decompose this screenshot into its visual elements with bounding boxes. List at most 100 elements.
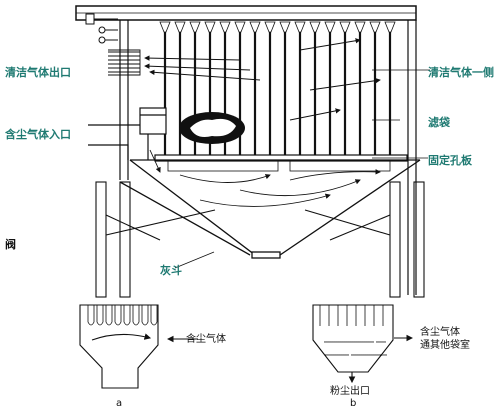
dust-particle (355, 354, 357, 356)
bag-end (150, 305, 158, 326)
dust-particle (344, 341, 346, 343)
bag-end (132, 305, 140, 326)
dust-particle (341, 354, 343, 356)
dust-particle (384, 341, 386, 343)
flow-arrow (289, 108, 341, 121)
dust-particle (348, 341, 350, 343)
dust-particle (381, 354, 383, 356)
dust-particle (368, 341, 370, 343)
label-dusty-gas-a: 含尘气体 (186, 334, 226, 345)
dust-particle (361, 354, 363, 356)
dust-particle (357, 354, 359, 356)
label-fixed-hole-plate: 固定孔板 (428, 154, 472, 167)
bag-cone (234, 21, 246, 33)
dust-particle (363, 354, 365, 356)
bag-end (105, 305, 113, 326)
dust-particle (366, 341, 368, 343)
bag-cone (354, 21, 366, 33)
bag-end (87, 305, 95, 326)
flow-arrow (149, 149, 161, 173)
dust-particle (335, 354, 337, 356)
dusty-gas-inlet-duct (88, 107, 167, 160)
dust-particle (367, 354, 369, 356)
dust-particle (354, 341, 356, 343)
flow-arrow (149, 69, 261, 81)
dust-particle (370, 341, 372, 343)
bag-cone (204, 21, 216, 33)
label-clean-gas-outlet: 清洁气体出口 (5, 66, 71, 79)
caption-a: a (116, 398, 123, 409)
detail-b (312, 304, 414, 384)
label-filter-bag: 滤袋 (428, 116, 450, 129)
dust-particle (339, 354, 341, 356)
dust-particle (331, 354, 333, 356)
dust-particle (350, 341, 352, 343)
dust-particle (382, 341, 384, 343)
dust-particle (353, 354, 355, 356)
bag-cone (324, 21, 336, 33)
label-hopper: 灰斗 (160, 264, 182, 277)
dust-particle (373, 354, 375, 356)
flow-arrow (179, 174, 271, 183)
dust-particle (345, 354, 347, 356)
flow-arrow (309, 77, 381, 91)
dust-particle (351, 354, 353, 356)
bag-cone (264, 21, 276, 33)
gas-flow-arrows (144, 38, 381, 207)
dust-particle (364, 341, 366, 343)
caption-b: b (350, 398, 357, 409)
dust-particle (342, 341, 344, 343)
dust-particle (352, 341, 354, 343)
dust-particle (338, 341, 340, 343)
label-pointers (174, 69, 430, 269)
flow-arrow (144, 63, 251, 71)
dust-particle (369, 354, 371, 356)
dust-particle (383, 354, 385, 356)
dust-particle (343, 354, 345, 356)
bag-cone (369, 21, 381, 33)
label-to-other-chambers: 通其他袋室 (420, 340, 470, 351)
label-dust-outlet: 粉尘出口 (330, 386, 370, 397)
dust-particle (326, 341, 328, 343)
dust-particle (336, 341, 338, 343)
dust-particle (359, 354, 361, 356)
bag-cone (384, 21, 396, 33)
housing (119, 159, 421, 259)
dust-particle (375, 354, 377, 356)
dust-particle (376, 341, 378, 343)
dust-particle (324, 341, 326, 343)
bag-cone (249, 21, 261, 33)
dust-particle (325, 354, 327, 356)
dust-particle (371, 354, 373, 356)
dust-particle (385, 354, 387, 356)
dust-particle (360, 341, 362, 343)
dust-particle (340, 341, 342, 343)
flow-arrow (144, 55, 241, 61)
flow-arrow (289, 169, 381, 181)
bag-end (114, 305, 122, 326)
label-clean-gas-side: 清洁气体一侧 (428, 66, 494, 79)
dust-particle (346, 341, 348, 343)
dust-particle (328, 341, 330, 343)
dust-particle (327, 354, 329, 356)
bag-cone (219, 21, 231, 33)
bag-end (141, 305, 149, 326)
label-valve: 阀 (5, 238, 16, 251)
clean-outlet-duct (108, 49, 141, 76)
dust-particle (332, 341, 334, 343)
dust-particle (377, 354, 379, 356)
bag-cone (279, 21, 291, 33)
dust-particle (356, 341, 358, 343)
flow-arrow (199, 193, 331, 207)
dust-particle (378, 341, 380, 343)
support-legs (95, 181, 425, 298)
pulse-valve-assembly (85, 13, 118, 44)
fixed-hole-plate (154, 154, 408, 172)
dust-particle (330, 341, 332, 343)
dust-particle (380, 341, 382, 343)
bag-cone (159, 21, 171, 33)
dust-particle (329, 354, 331, 356)
dust-particle (362, 341, 364, 343)
